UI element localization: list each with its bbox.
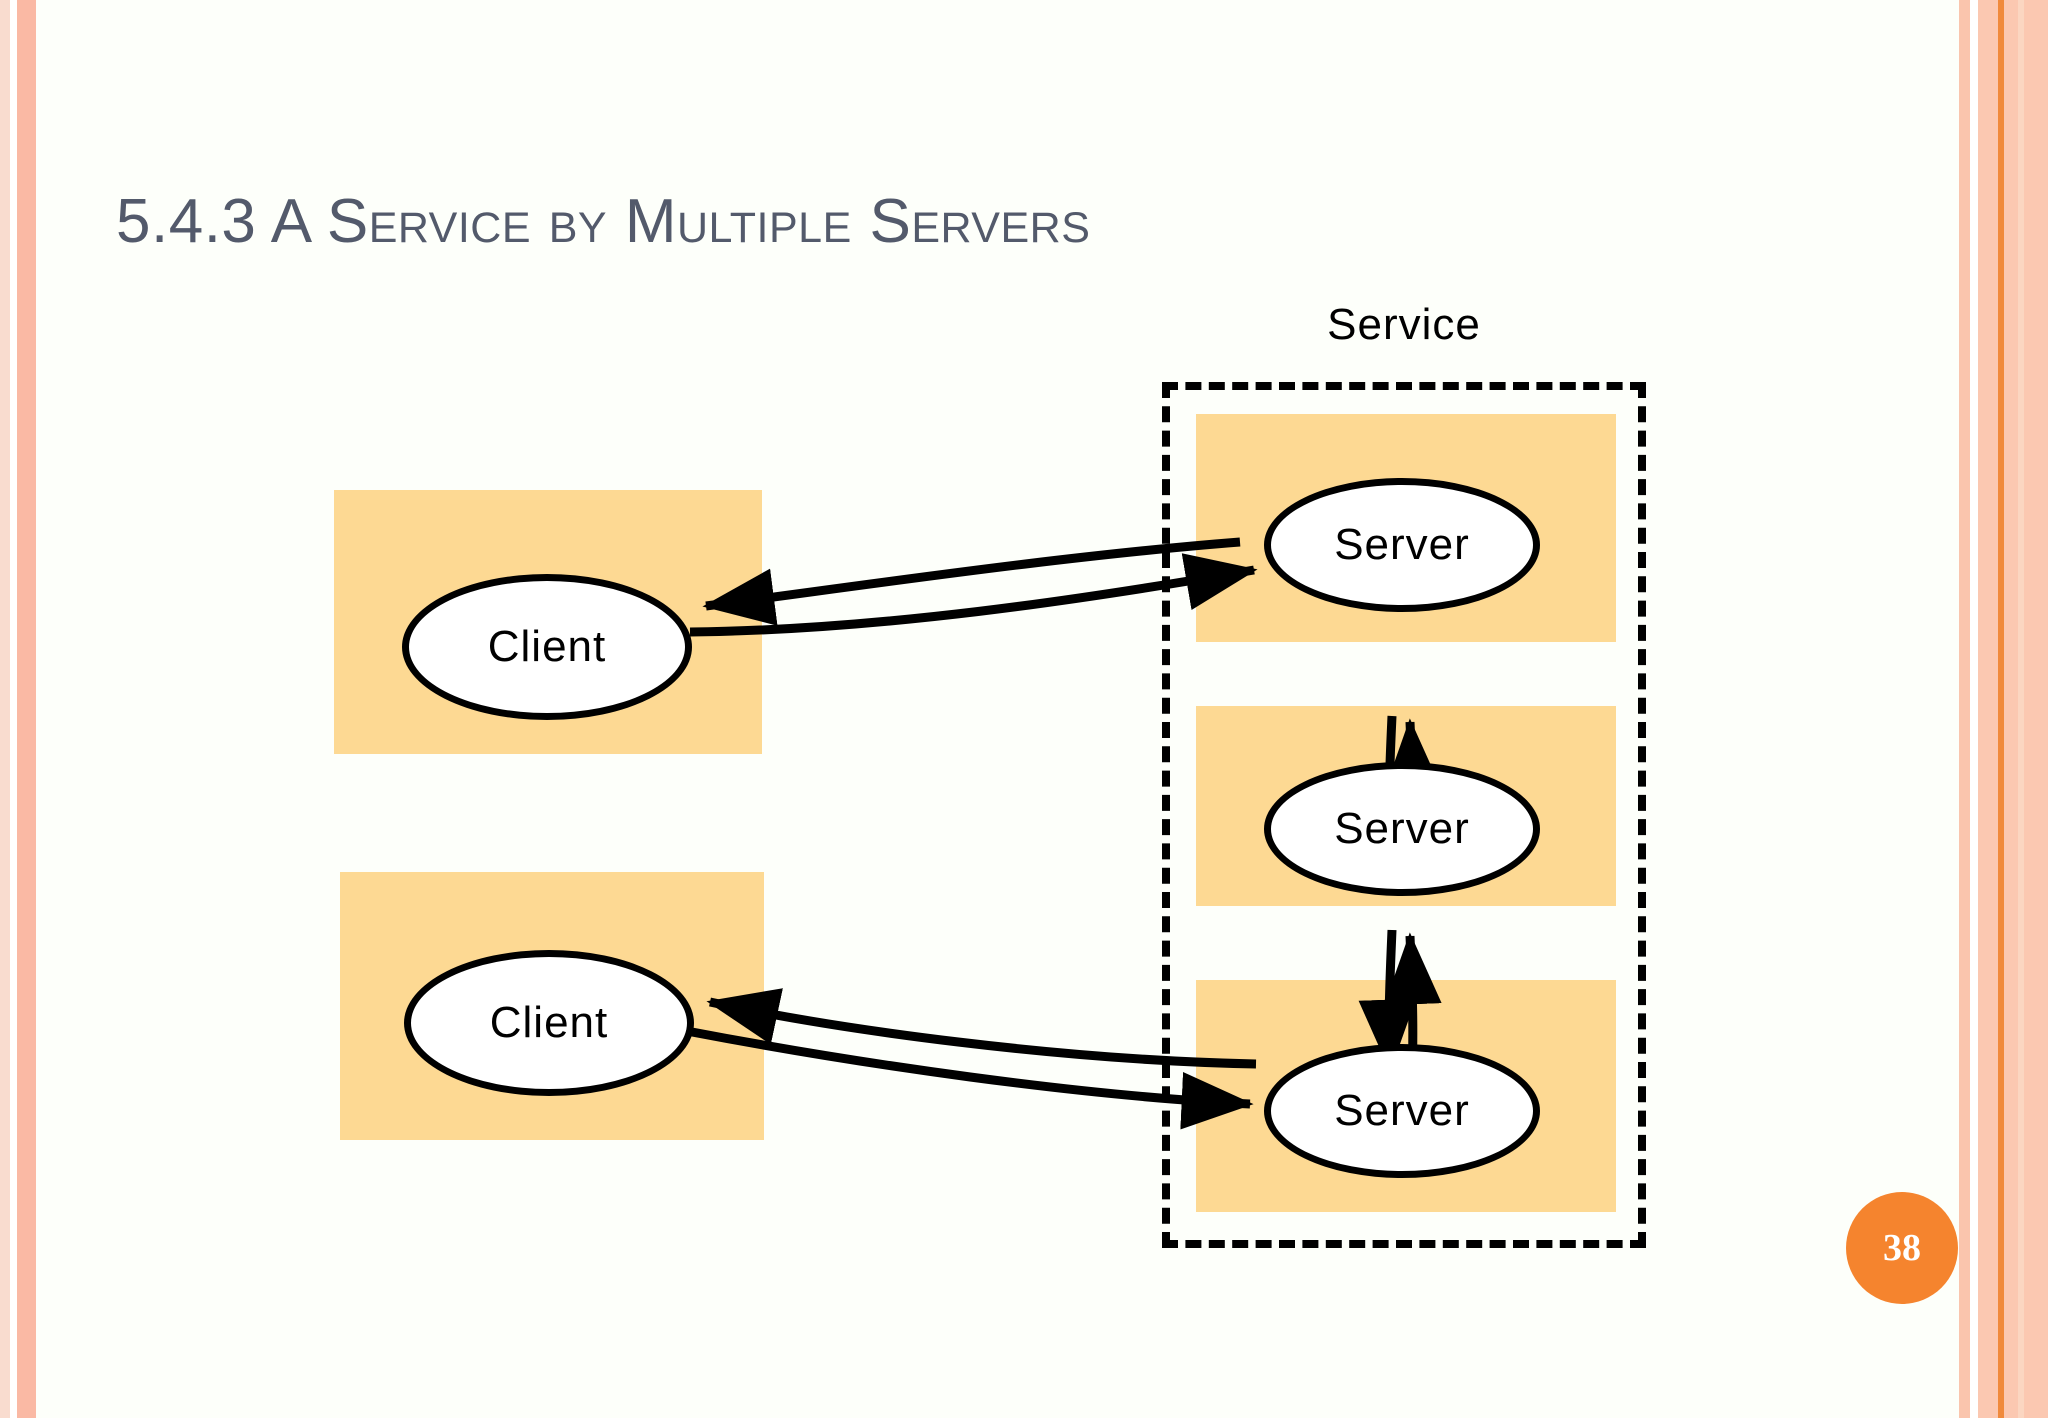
edge-server1-to-client1 [702,537,1241,626]
right-border-stripe-2 [1970,0,1978,1418]
page-number-text: 38 [1883,1227,1921,1269]
left-border-stripe-1 [0,0,10,1418]
node-client-1-label: Client [487,622,607,671]
page-title: 5.4.3 A Service by Multiple Servers [116,187,1091,256]
node-client-1[interactable]: Client [402,574,692,720]
node-client-2-label: Client [489,998,609,1047]
node-server-3[interactable]: Server [1264,1044,1540,1178]
node-server-2[interactable]: Server [1264,762,1540,896]
node-client-2[interactable]: Client [404,950,694,1096]
right-border-stripe-3 [1978,0,1998,1418]
left-border-stripe-3 [17,0,36,1418]
right-border-stripe-5 [2004,0,2018,1418]
page-number-badge: 38 [1846,1192,1958,1304]
right-border-stripe-6 [2018,0,2024,1418]
right-border-stripe-7 [2024,0,2048,1418]
right-border-stripe-4 [1998,0,2004,1418]
service-boundary-box [1162,382,1646,1248]
node-server-3-label: Server [1334,1086,1470,1135]
right-border-stripe-1 [1959,0,1970,1418]
service-boundary-label: Service [1327,300,1481,349]
node-server-1-label: Server [1334,520,1470,569]
node-server-1[interactable]: Server [1264,478,1540,612]
left-border-stripe-2 [10,0,17,1418]
node-server-2-label: Server [1334,804,1470,853]
